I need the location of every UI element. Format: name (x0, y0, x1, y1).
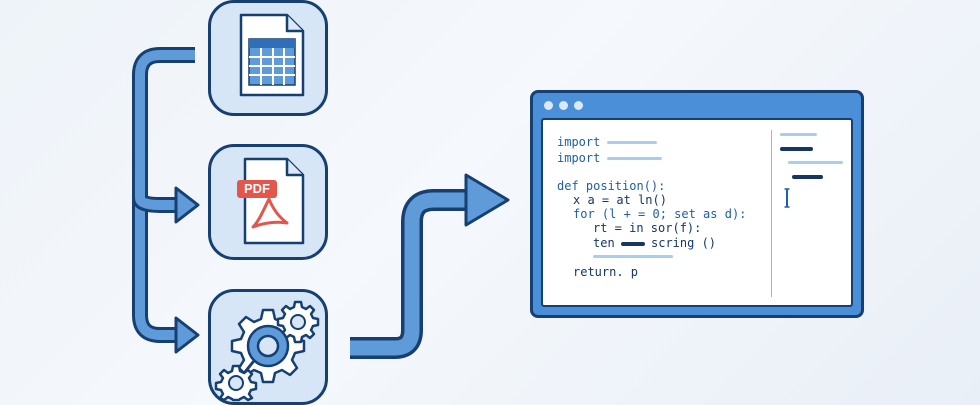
pdf-icon (243, 157, 305, 245)
placeholder-bar (792, 175, 823, 179)
window-dot-3[interactable] (574, 101, 583, 110)
code-line-for: for (l + = 0; set as d): (573, 207, 747, 221)
code-line-import-2: import (557, 151, 601, 165)
placeholder-bar (780, 147, 813, 151)
window-dot-2[interactable] (559, 101, 568, 110)
text-cursor-icon (784, 188, 790, 208)
placeholder-bar (593, 255, 673, 258)
spreadsheet-source-box (208, 0, 328, 116)
code-line-import-1: import (557, 135, 601, 149)
code-line-assign: x a = at ln() (573, 193, 667, 207)
panel-divider[interactable] (771, 130, 772, 297)
code-line-def: def position(): (557, 179, 666, 193)
gears-icon (214, 300, 320, 402)
placeholder-bar (607, 141, 657, 144)
code-line-scring: scring () (651, 236, 717, 250)
code-editor-window: import import def position(): x a = at l… (530, 90, 864, 318)
code-line-ten: ten (593, 236, 615, 250)
window-dot-1[interactable] (544, 101, 553, 110)
code-line-rt: rt = in sor(f): (593, 221, 702, 235)
pdf-source-box: PDF (208, 144, 328, 260)
code-area[interactable]: import import def position(): x a = at l… (541, 118, 853, 307)
placeholder-bar (621, 242, 645, 246)
pdf-label: PDF (237, 180, 277, 198)
placeholder-bar (780, 133, 817, 136)
spreadsheet-icon (239, 13, 305, 97)
settings-source-box (208, 289, 328, 405)
placeholder-bar (788, 161, 843, 164)
code-line-return: return. p (573, 265, 639, 279)
placeholder-bar (607, 157, 662, 160)
